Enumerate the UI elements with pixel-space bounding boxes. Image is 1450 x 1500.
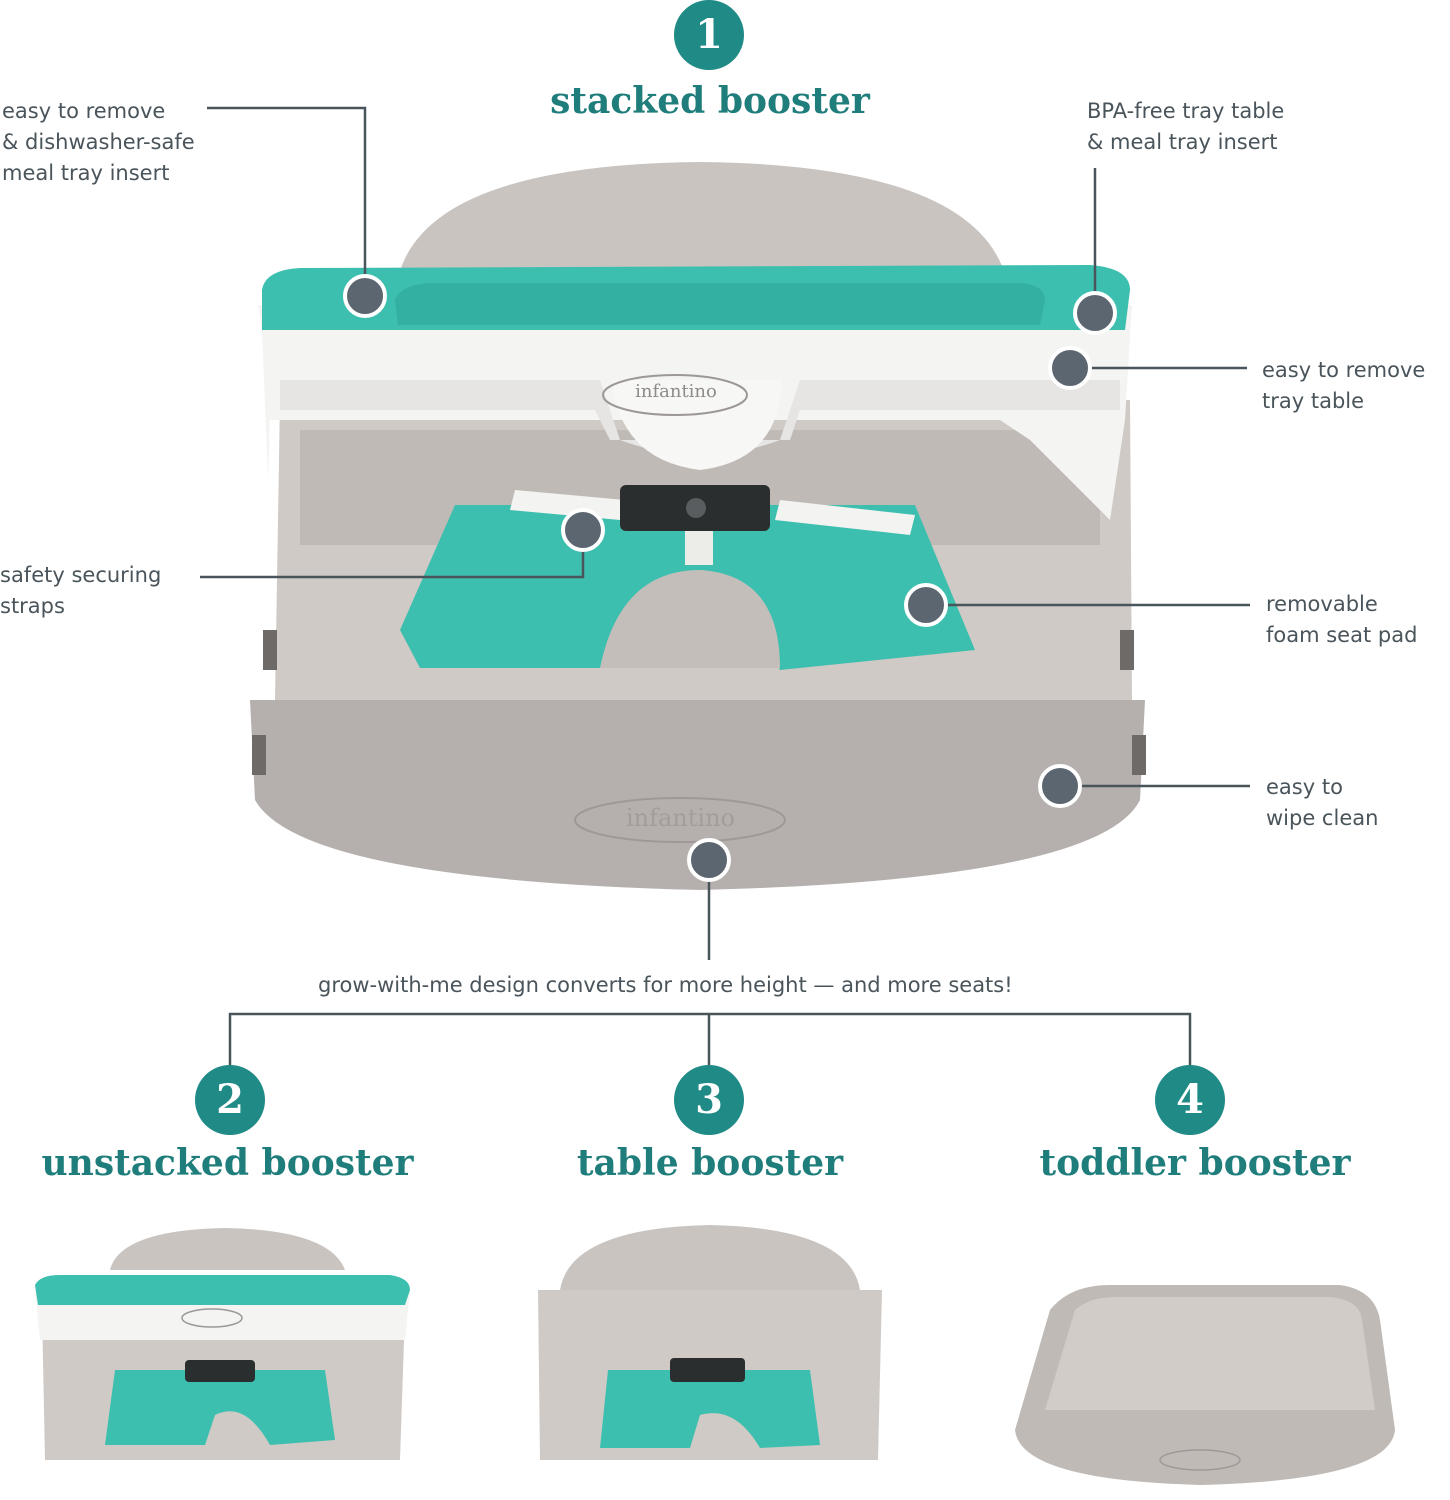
callout-tray-insert: easy to remove & dishwasher-safe meal tr… xyxy=(2,99,195,185)
title-stacked-booster: stacked booster xyxy=(550,80,870,122)
base-logo-plate xyxy=(574,797,786,843)
badge-3: 3 xyxy=(674,1065,744,1135)
table-booster-image xyxy=(538,1225,882,1460)
base-section xyxy=(250,700,1145,890)
callout-straps: safety securing straps xyxy=(0,563,162,618)
badge-2: 2 xyxy=(195,1065,265,1135)
callout-wipe-clean: easy to wipe clean xyxy=(1266,775,1379,830)
foam-seat-pad xyxy=(400,505,975,670)
callout-seat-pad: removable foam seat pad xyxy=(1266,592,1418,647)
convert-caption: grow-with-me design converts for more he… xyxy=(318,973,1013,997)
base-brand-label: infantino xyxy=(625,804,735,832)
title-toddler-booster: toddler booster xyxy=(1039,1142,1351,1184)
title-unstacked-booster: unstacked booster xyxy=(41,1142,414,1184)
callout-bpa-tray: BPA-free tray table & meal tray insert xyxy=(1087,99,1285,154)
tray-brand-label: infantino xyxy=(635,381,717,402)
tray-logo-plate xyxy=(602,374,748,416)
unstacked-booster-image xyxy=(35,1228,410,1460)
callout-dots xyxy=(343,274,1117,882)
title-table-booster: table booster xyxy=(576,1142,844,1184)
backrest xyxy=(395,162,1010,300)
badge-4: 4 xyxy=(1155,1065,1225,1135)
toddler-booster-image xyxy=(1015,1285,1395,1485)
callout-remove-tray: easy to remove tray table xyxy=(1262,358,1426,413)
badge-1: 1 xyxy=(674,0,744,70)
